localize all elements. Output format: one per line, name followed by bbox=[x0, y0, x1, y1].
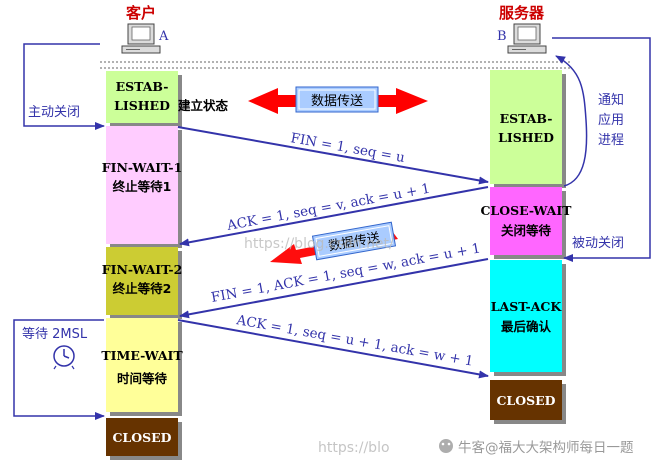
server-state-closed: CLOSED bbox=[490, 380, 566, 424]
notify-app-label-1: 通知 bbox=[598, 92, 624, 108]
server-last-ack-line1: LAST-ACK bbox=[491, 299, 563, 314]
client-state-closed: CLOSED bbox=[106, 418, 182, 460]
passive-close-bracket: 被动关闭 bbox=[552, 37, 651, 262]
client-state-estab: ESTAB- LISHED bbox=[106, 71, 182, 127]
notify-app-label-3: 进程 bbox=[598, 133, 624, 148]
client-state-fin-wait-2: FIN-WAIT-2 终止等待2 bbox=[102, 247, 183, 319]
passive-close-label: 被动关闭 bbox=[572, 236, 624, 251]
client-estab-line1: ESTAB- bbox=[116, 79, 169, 94]
client-time-wait-line1: TIME-WAIT bbox=[101, 348, 183, 363]
server-close-wait-line2: 关闭等待 bbox=[501, 223, 552, 238]
client-closed-label: CLOSED bbox=[112, 430, 171, 445]
data-transfer-label: 数据传送 bbox=[311, 94, 363, 109]
message-fin-label: FIN = 1, seq = u bbox=[289, 130, 406, 166]
server-host-label: B bbox=[497, 29, 507, 44]
wait-2msl-bracket: 等待 2MSL bbox=[13, 319, 105, 420]
server-estab-line1: ESTAB- bbox=[500, 111, 553, 126]
client-fin-wait-1-line1: FIN-WAIT-1 bbox=[102, 160, 183, 175]
established-label: 建立状态 bbox=[178, 98, 229, 113]
server-last-ack-line2: 最后确认 bbox=[501, 319, 552, 334]
active-close-bracket: 主动关闭 bbox=[23, 43, 105, 130]
data-transfer-arrow-2: 数据传送 bbox=[270, 221, 398, 264]
server-state-estab: ESTAB- LISHED bbox=[490, 70, 566, 188]
watermark-url-1: https://blog.csdn.net/ bbox=[244, 236, 394, 252]
client-time-wait-line2: 时间等待 bbox=[117, 371, 168, 386]
server-state-close-wait: CLOSE-WAIT 关闭等待 bbox=[480, 187, 572, 259]
clock-icon bbox=[53, 345, 75, 370]
server-title: 服务器 bbox=[499, 4, 545, 22]
watermark-author: 牛客@福大大架构师每日一题 bbox=[458, 439, 634, 456]
server-state-last-ack: LAST-ACK 最后确认 bbox=[490, 260, 566, 376]
message-fin: FIN = 1, seq = u bbox=[177, 126, 489, 185]
message-ack-2: ACK = 1, seq = u + 1, ack = w + 1 bbox=[177, 312, 489, 379]
client-title: 客户 bbox=[125, 4, 156, 22]
client-fin-wait-1-line2: 终止等待1 bbox=[113, 179, 172, 194]
notify-app-bracket: 通知 应用 进程 bbox=[555, 55, 624, 187]
client-state-time-wait: TIME-WAIT 时间等待 bbox=[101, 318, 183, 416]
wait-2msl-label: 等待 2MSL bbox=[22, 326, 88, 342]
message-ack-2-label: ACK = 1, seq = u + 1, ack = w + 1 bbox=[234, 312, 474, 370]
data-transfer-double-arrow: 数据传送 bbox=[248, 86, 428, 114]
client-host-label: A bbox=[158, 29, 169, 44]
server-closed-label: CLOSED bbox=[496, 393, 555, 408]
client-fin-wait-2-line1: FIN-WAIT-2 bbox=[102, 262, 183, 277]
watermark-logo-icon bbox=[439, 439, 453, 453]
server-estab-line2: LISHED bbox=[498, 130, 554, 145]
active-close-label: 主动关闭 bbox=[28, 105, 80, 120]
client-fin-wait-2-line2: 终止等待2 bbox=[113, 281, 172, 296]
message-ack-1-label: ACK = 1, seq = v, ack = u + 1 bbox=[225, 181, 432, 234]
client-state-fin-wait-1: FIN-WAIT-1 终止等待1 bbox=[102, 126, 183, 248]
client-computer-icon bbox=[121, 23, 161, 54]
client-estab-line2: LISHED bbox=[114, 98, 170, 113]
notify-app-label-2: 应用 bbox=[598, 112, 624, 128]
server-close-wait-line1: CLOSE-WAIT bbox=[480, 203, 572, 218]
watermark-url-2: https://blo bbox=[318, 440, 390, 456]
server-computer-icon bbox=[507, 23, 547, 54]
